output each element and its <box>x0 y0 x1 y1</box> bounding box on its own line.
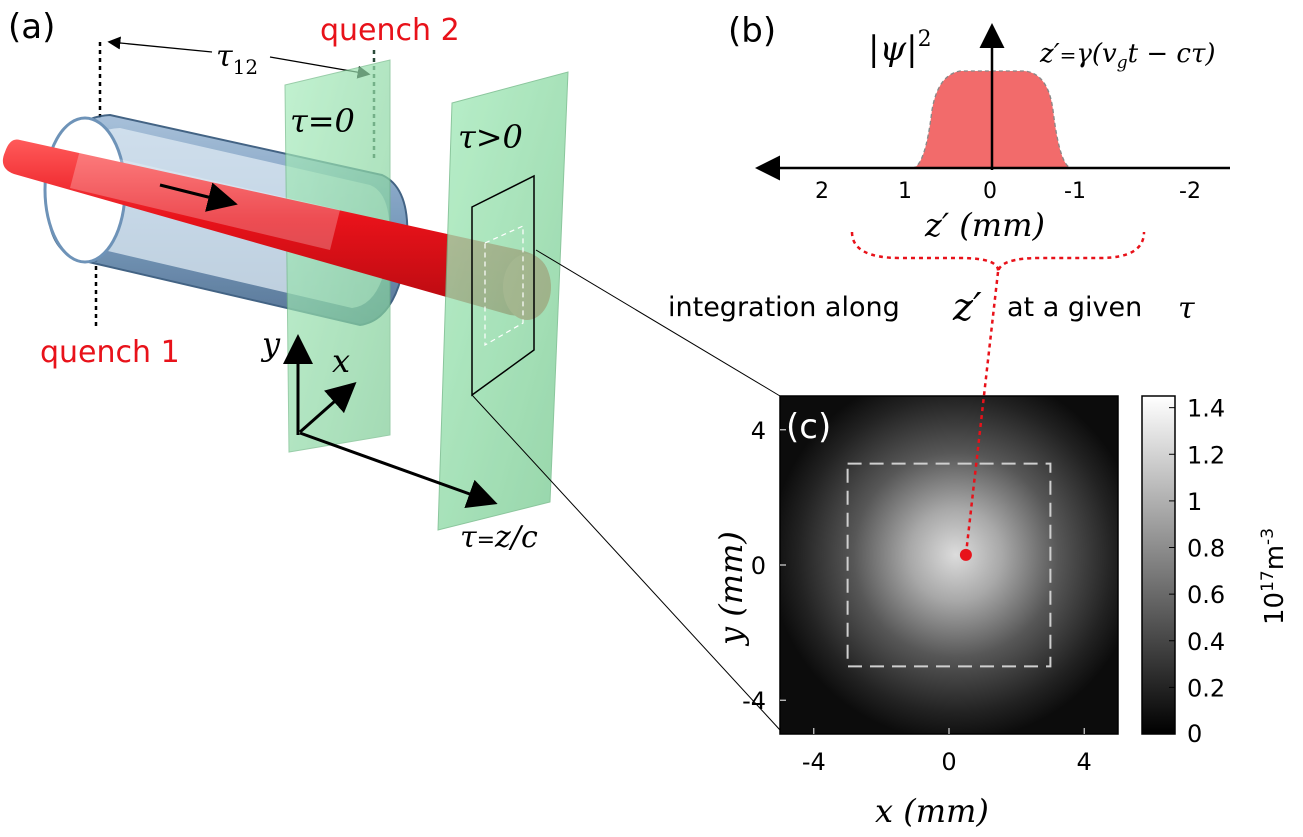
plane2-roi <box>484 225 524 347</box>
plane1-label: τ=0 <box>290 102 355 140</box>
panel-c-label: (c) <box>786 407 831 447</box>
y-tick-label: 0 <box>751 552 766 580</box>
heatmap-y-ticks: 4 0 -4 <box>742 417 786 715</box>
b-tick-neg2: -2 <box>1179 179 1201 204</box>
x-tick-label: -4 <box>802 748 826 776</box>
b-tick-1: 1 <box>898 179 912 204</box>
axis-x-label: x <box>332 342 350 380</box>
panel-a-label: (a) <box>8 7 55 47</box>
integration-caption: integration along z′ at a given τ <box>668 285 1195 329</box>
plane2-window <box>471 174 535 397</box>
colorbar-tick-label: 0.6 <box>1187 581 1225 609</box>
b-tick-2: 2 <box>815 179 829 204</box>
colorbar-tick-label: 1.4 <box>1187 395 1225 423</box>
panel-c: (c) -4 0 4 4 0 -4 x (mm) y (mm) 1.4 1.2 1 0.8 0.… <box>712 271 1290 830</box>
y-tick-label: -4 <box>742 687 766 715</box>
colorbar-tick-label: 1 <box>1187 488 1202 516</box>
b-definition: z′=γ(vgt − cτ) <box>1039 39 1216 73</box>
heatmap-ylabel: y (mm) <box>712 531 750 647</box>
b-ylabel: |ψ|2 <box>868 27 932 69</box>
quench1-label: quench 1 <box>40 335 180 370</box>
b-tick-neg1: -1 <box>1064 179 1086 204</box>
b-tick-0: 0 <box>983 179 997 204</box>
tau12-label: τ12 <box>216 39 258 79</box>
integration-text-1: integration along <box>668 292 900 323</box>
axis-x-arrow <box>299 382 357 434</box>
axis-tau-arrow <box>299 431 498 508</box>
beam <box>2 139 550 316</box>
b-xlabel: z′ (mm) <box>924 206 1045 244</box>
projection-line-bottom <box>471 394 781 731</box>
axis-y-label: y <box>260 325 281 363</box>
x-tick-label: 4 <box>1077 748 1092 776</box>
integration-brace <box>850 231 1146 273</box>
plane2-label: τ>0 <box>458 118 523 156</box>
colorbar-tick-label: 1.2 <box>1187 441 1225 469</box>
x-tick-label: 0 <box>941 748 956 776</box>
panel-a: (a) τ12 quench 2 quench 1 τ=0 τ>0 <box>2 7 781 731</box>
colorbar-tick-label: 0.4 <box>1187 628 1225 656</box>
tau12-arrow-left <box>107 36 213 53</box>
colorbar <box>1141 395 1176 735</box>
propagation-arrow <box>159 182 238 212</box>
integration-text-2: at a given <box>1007 292 1142 323</box>
integration-symbol: z′ <box>952 285 982 329</box>
heatmap-x-ticks: -4 0 4 <box>802 728 1092 776</box>
heatmap-xlabel: x (mm) <box>875 792 989 830</box>
panel-b-label: (b) <box>728 11 776 51</box>
colorbar-tick-label: 0 <box>1187 720 1202 748</box>
quench2-label: quench 2 <box>320 13 460 48</box>
roi-box <box>846 462 1052 668</box>
colorbar-tick-label: 0.8 <box>1187 535 1225 563</box>
colorbar-tick-label: 0.2 <box>1187 674 1225 702</box>
colorbar-ticks: 1.4 1.2 1 0.8 0.6 0.4 0.2 0 <box>1169 395 1225 748</box>
marked-point <box>959 548 972 561</box>
projection-line-top <box>535 249 781 397</box>
integration-tau: τ <box>1178 291 1195 326</box>
heatmap-image <box>780 396 1118 734</box>
axis-tau-label: τ=z/c <box>460 520 538 555</box>
colorbar-label: 1017m-3 <box>1258 528 1290 625</box>
panel-b: (b) 2 1 0 -1 -2 |ψ|2 z′=γ(vgt − cτ) z′ (… <box>728 11 1230 273</box>
plane-tau-positive <box>437 71 569 531</box>
y-tick-label: 4 <box>751 417 766 445</box>
beam-fade <box>70 150 340 250</box>
b-x-ticks: 2 1 0 -1 -2 <box>815 179 1201 204</box>
